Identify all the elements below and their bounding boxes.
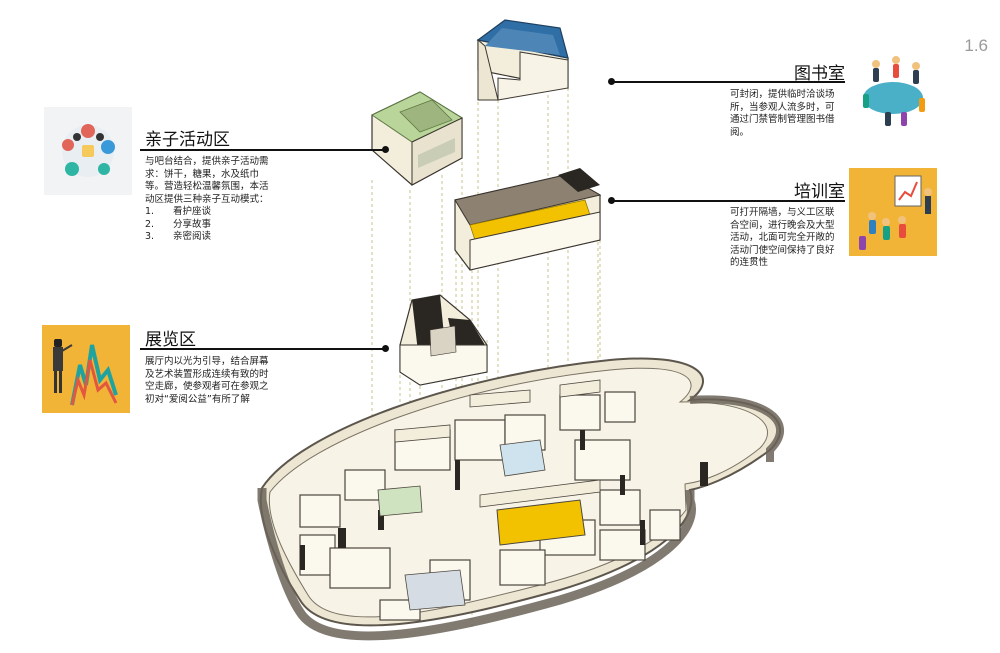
exhibition-illustration bbox=[42, 325, 130, 413]
parent-child-description-text: 与吧台结合，提供亲子活动需求：饼干，糖果，水及纸巾等。营造轻松温馨氛围，本活动区… bbox=[145, 156, 269, 205]
training-leader-line bbox=[612, 200, 845, 202]
page-number: 1.6 bbox=[964, 36, 988, 55]
library-leader-line bbox=[612, 81, 845, 83]
mode-item: 1.看护座谈 bbox=[145, 206, 212, 217]
mode-item: 3.亲密阅读 bbox=[145, 231, 212, 242]
ground-floor-plan bbox=[257, 357, 785, 641]
parent-child-illustration bbox=[44, 107, 132, 195]
library-volume bbox=[476, 19, 569, 101]
parent-child-leader-line bbox=[140, 149, 383, 151]
training-illustration bbox=[849, 168, 937, 256]
exhibition-volume bbox=[399, 294, 488, 386]
library-leader-dot bbox=[608, 78, 615, 85]
parent-child-volume bbox=[370, 91, 464, 186]
parent-child-leader-dot bbox=[382, 146, 389, 153]
library-title: 图书室 bbox=[794, 64, 845, 84]
mode-item: 2.分享故事 bbox=[145, 218, 212, 230]
exhibition-leader-line bbox=[140, 348, 383, 350]
parent-child-description: 与吧台结合，提供亲子活动需求：饼干，糖果，水及纸巾等。营造轻松温馨氛围，本活动区… bbox=[145, 156, 277, 244]
parent-child-title: 亲子活动区 bbox=[145, 130, 230, 150]
training-title: 培训室 bbox=[794, 182, 845, 202]
parent-child-modes-list: 1.看护座谈 2.分享故事 3.亲密阅读 bbox=[145, 206, 277, 244]
training-volume bbox=[454, 168, 602, 271]
exhibition-leader-dot bbox=[382, 345, 389, 352]
library-illustration bbox=[849, 48, 937, 136]
training-description: 可打开隔墙，与义工区联合空间，进行晚会及大型活动，北面可完全开敞的活动门使空间保… bbox=[730, 207, 835, 268]
training-leader-dot bbox=[608, 197, 615, 204]
exhibition-title: 展览区 bbox=[145, 330, 196, 350]
library-description: 可封闭，提供临时洽谈场所，当参观人流多时，可通过门禁管制管理图书借阅。 bbox=[730, 89, 835, 138]
exhibition-description: 展厅内以光为引导，结合屏幕及艺术装置形成连续有致的时空走廊，使参观者可在参观之初… bbox=[145, 356, 269, 405]
